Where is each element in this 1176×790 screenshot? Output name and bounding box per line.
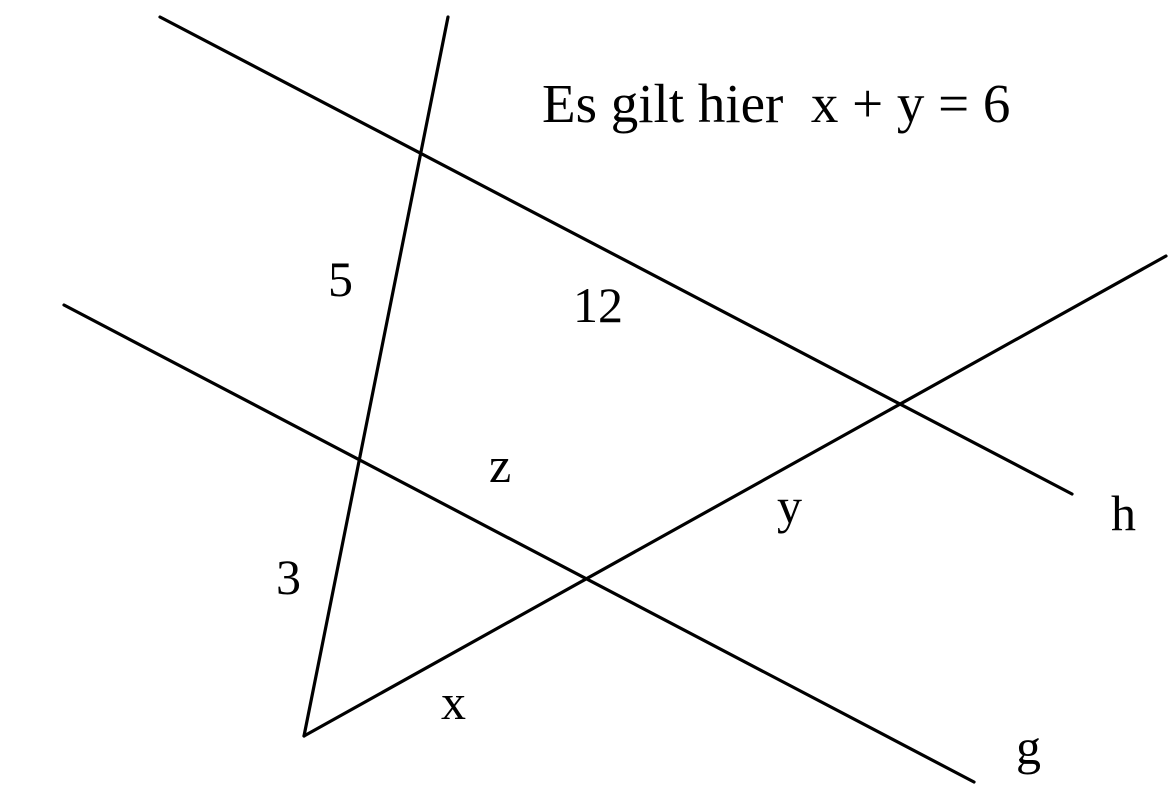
transversal-left	[302, 15, 450, 738]
segment-label-y: y	[777, 478, 802, 534]
transversal-right	[302, 254, 1168, 738]
line-label-h: h	[1111, 485, 1136, 541]
parallel-line-h	[158, 15, 1074, 496]
statement-text: Es gilt hier x + y = 6	[542, 73, 1010, 134]
segment-label-z: z	[489, 437, 511, 493]
line-label-g: g	[1016, 719, 1041, 775]
parallel-line-g	[62, 303, 976, 784]
segment-label-12: 12	[573, 277, 623, 333]
segment-label-3: 3	[276, 549, 301, 605]
segment-label-5: 5	[328, 251, 353, 307]
segment-label-x: x	[441, 674, 466, 730]
